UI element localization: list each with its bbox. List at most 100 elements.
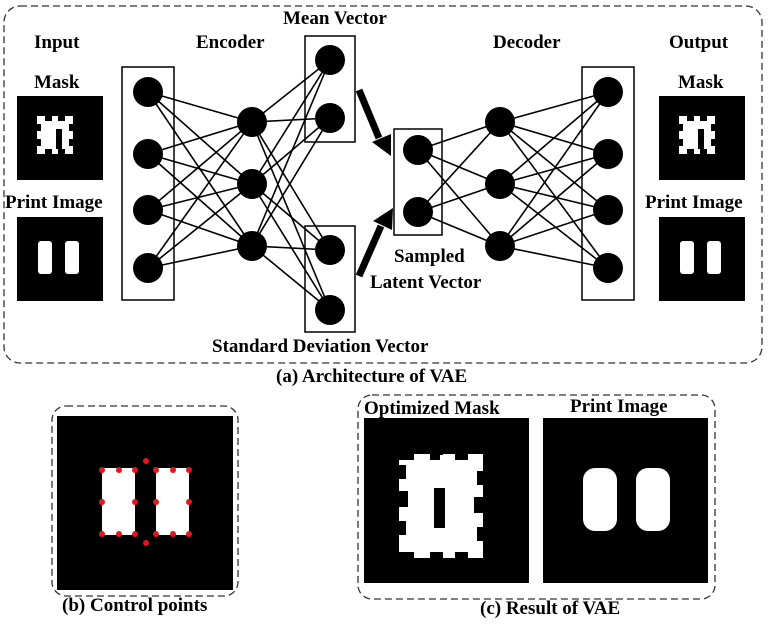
network-edge: [499, 183, 609, 269]
control-point: [99, 531, 105, 537]
sampled-label: Sampled: [394, 246, 465, 267]
network-edge: [147, 153, 253, 185]
output-print-label: Print Image: [645, 192, 743, 213]
output-mask-label: Mask: [678, 72, 724, 93]
control-point: [186, 531, 192, 537]
control-point: [186, 499, 192, 505]
latent-node: [403, 197, 433, 227]
network-edge: [251, 59, 331, 185]
control-point: [99, 467, 105, 473]
input-layer-node: [133, 253, 163, 283]
network-edge: [147, 121, 253, 269]
control-point: [153, 467, 159, 473]
std-vector-box: [304, 225, 356, 333]
network-edge: [147, 183, 253, 269]
network-edge: [499, 121, 609, 211]
control-point: [170, 467, 176, 473]
input-layer-node: [133, 77, 163, 107]
network-edge: [251, 117, 331, 247]
output-layer-node: [593, 253, 623, 283]
control-point: [132, 499, 138, 505]
network-edge: [499, 91, 609, 185]
mean-vector-box: [304, 35, 356, 143]
mean-node: [315, 45, 345, 75]
output-layer-node: [593, 195, 623, 225]
network-edge: [499, 183, 609, 211]
std-to-latent-arrow: [355, 208, 393, 278]
network-edge: [147, 209, 253, 247]
control-point: [99, 499, 105, 505]
output-print-image: [659, 217, 745, 301]
network-edge: [251, 245, 331, 311]
std-node: [315, 235, 345, 265]
optimized-mask-image: [364, 418, 529, 583]
network-edge: [499, 91, 609, 247]
latent-vector-box: [393, 128, 443, 236]
control-points-image: [57, 416, 233, 590]
caption-control-points: (b) Control points: [62, 595, 207, 616]
input-label: Input: [34, 32, 80, 53]
decoder-node: [485, 169, 515, 199]
network-nodes: [133, 45, 623, 325]
input-print-label: Print Image: [5, 192, 103, 213]
output-mask-image: [659, 96, 745, 180]
network-edge: [147, 121, 253, 155]
control-points-frame: [51, 405, 239, 597]
encoder-node: [237, 107, 267, 137]
network-edge: [147, 183, 253, 211]
std-vector-label: Standard Deviation Vector: [212, 336, 429, 357]
decoder-node: [485, 107, 515, 137]
control-point: [186, 467, 192, 473]
input-layer-box: [121, 66, 175, 301]
network-edge: [147, 121, 253, 211]
encoder-node: [237, 231, 267, 261]
network-edge: [147, 153, 253, 247]
input-print-image: [17, 217, 103, 301]
network-edge: [499, 245, 609, 269]
control-points: [99, 458, 192, 546]
control-point: [132, 531, 138, 537]
result-print-image: [543, 418, 708, 583]
network-edge: [499, 153, 609, 247]
decoder-node: [485, 231, 515, 261]
control-point: [170, 531, 176, 537]
control-point: [116, 531, 122, 537]
std-node: [315, 295, 345, 325]
input-mask-image: [17, 96, 103, 180]
control-point: [153, 531, 159, 537]
decoder-label: Decoder: [493, 32, 561, 53]
caption-architecture: (a) Architecture of VAE: [276, 366, 467, 387]
control-point: [116, 467, 122, 473]
network-edge: [499, 209, 609, 247]
output-layer-node: [593, 77, 623, 107]
network-edge: [147, 245, 253, 269]
input-layer-node: [133, 195, 163, 225]
mean-to-latent-arrow: [355, 88, 391, 156]
network-edge: [251, 183, 331, 251]
input-mask-label: Mask: [34, 72, 80, 93]
network-edge: [251, 59, 331, 247]
mean-node: [315, 103, 345, 133]
control-point: [153, 499, 159, 505]
network-edge: [499, 121, 609, 269]
optimized-mask-label: Optimized Mask: [364, 398, 500, 419]
network-edge: [251, 183, 331, 311]
control-point: [143, 458, 149, 464]
architecture-frame: [3, 5, 763, 364]
input-layer-node: [133, 139, 163, 169]
encoder-node: [237, 169, 267, 199]
network-edge: [417, 121, 501, 213]
network-edge: [251, 121, 331, 251]
output-layer-node: [593, 139, 623, 169]
network-edge: [499, 91, 609, 123]
caption-result: (c) Result of VAE: [480, 598, 620, 619]
latent-vector-label: Latent Vector: [370, 272, 482, 293]
control-point: [132, 467, 138, 473]
output-label: Output: [669, 32, 729, 53]
result-print-label: Print Image: [570, 396, 668, 417]
encoder-label: Encoder: [196, 32, 265, 53]
control-point: [143, 540, 149, 546]
output-layer-box: [581, 66, 635, 301]
